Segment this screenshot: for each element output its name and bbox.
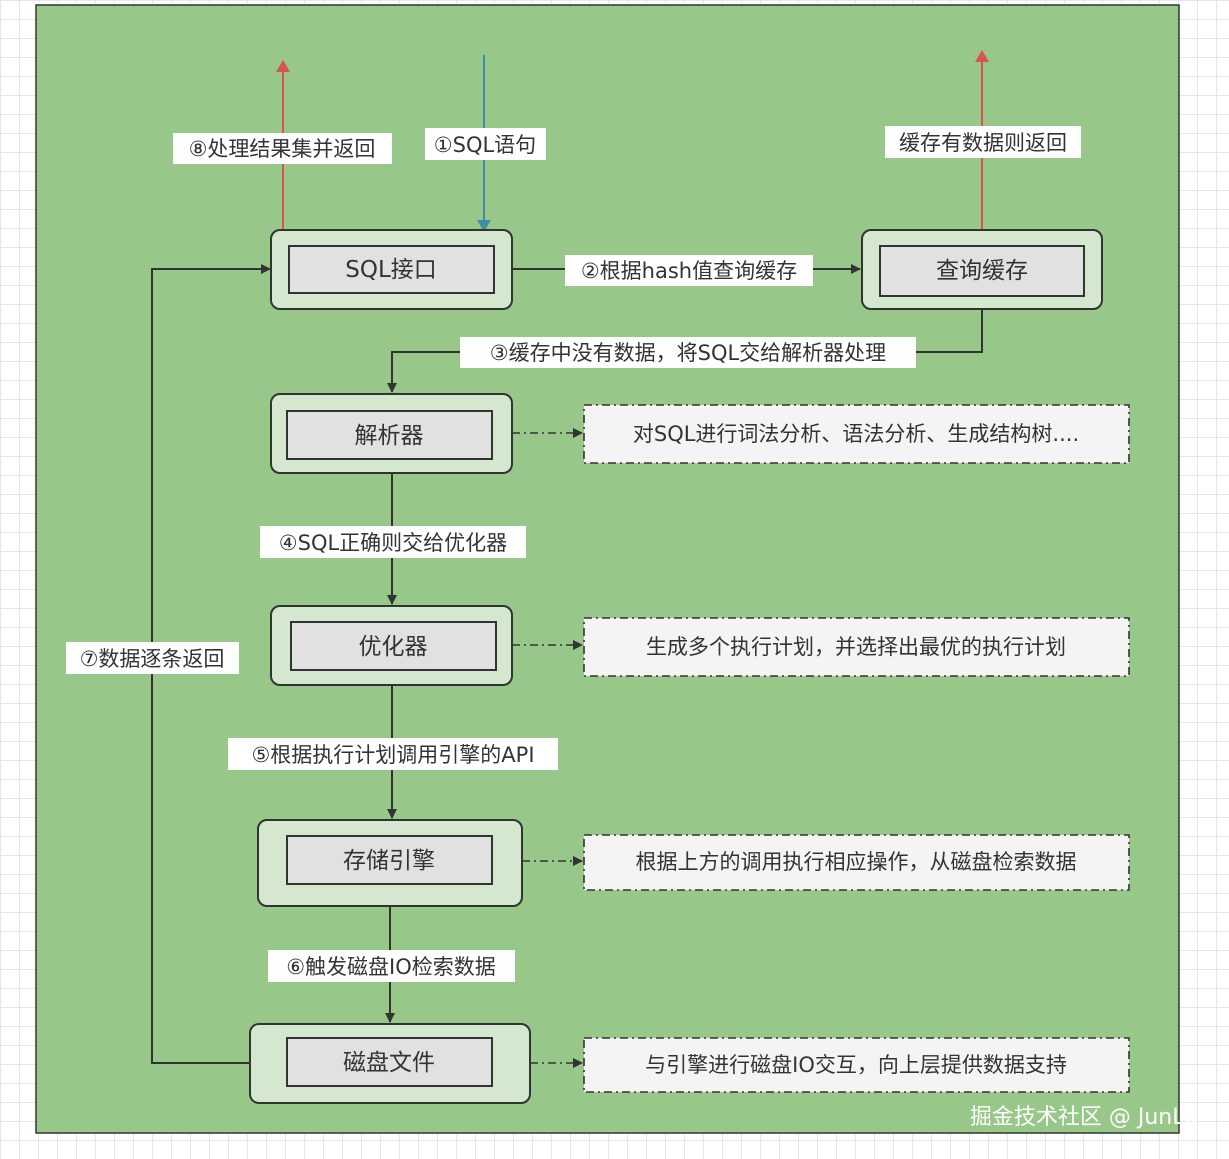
step6-label: ⑥触发磁盘IO检索数据 (268, 950, 515, 982)
storage-engine-node: 存储引擎 (257, 819, 523, 907)
sql-interface-node: SQL接口 (270, 229, 513, 310)
step3-label: ③缓存中没有数据，将SQL交给解析器处理 (460, 337, 916, 368)
optimizer-node: 优化器 (270, 605, 513, 686)
optimizer-note-text: 生成多个执行计划，并选择出最优的执行计划 (646, 635, 1066, 659)
disk-file-node: 磁盘文件 (249, 1023, 531, 1104)
step8-text: ⑧处理结果集并返回 (189, 137, 376, 161)
step1-text: ①SQL语句 (434, 133, 536, 157)
query-cache-label: 查询缓存 (936, 258, 1028, 284)
step7-text: ⑦数据逐条返回 (80, 647, 225, 671)
disk-file-note-text: 与引擎进行磁盘IO交互，向上层提供数据支持 (645, 1053, 1067, 1077)
cache-hit-text: 缓存有数据则返回 (899, 131, 1067, 155)
step2-label: ②根据hash值查询缓存 (565, 255, 813, 286)
step5-text: ⑤根据执行计划调用引擎的API (251, 743, 534, 767)
optimizer-note: 生成多个执行计划，并选择出最优的执行计划 (583, 617, 1130, 677)
watermark-text: 掘金技术社区 @ JunLa (970, 1105, 1198, 1130)
cache-hit-label: 缓存有数据则返回 (885, 126, 1081, 158)
step4-text: ④SQL正确则交给优化器 (279, 531, 507, 555)
step3-text: ③缓存中没有数据，将SQL交给解析器处理 (490, 341, 886, 365)
step5-label: ⑤根据执行计划调用引擎的API (228, 738, 558, 770)
step4-label: ④SQL正确则交给优化器 (260, 526, 526, 558)
storage-engine-note-text: 根据上方的调用执行相应操作，从磁盘检索数据 (636, 850, 1077, 874)
step8-label: ⑧处理结果集并返回 (173, 133, 392, 164)
storage-engine-label: 存储引擎 (343, 848, 435, 874)
step7-label: ⑦数据逐条返回 (66, 642, 239, 674)
step2-text: ②根据hash值查询缓存 (581, 259, 797, 283)
canvas-background (35, 4, 1180, 1134)
parser-note-text: 对SQL进行词法分析、语法分析、生成结构树.... (633, 422, 1079, 446)
optimizer-label: 优化器 (359, 634, 428, 660)
storage-engine-note: 根据上方的调用执行相应操作，从磁盘检索数据 (583, 834, 1130, 891)
query-cache-node: 查询缓存 (861, 229, 1103, 310)
parser-node: 解析器 (270, 393, 513, 474)
step6-text: ⑥触发磁盘IO检索数据 (286, 955, 496, 979)
sql-interface-label: SQL接口 (345, 257, 437, 283)
disk-file-label: 磁盘文件 (343, 1050, 435, 1076)
parser-note: 对SQL进行词法分析、语法分析、生成结构树.... (583, 404, 1130, 464)
step1-label: ①SQL语句 (425, 128, 546, 160)
parser-label: 解析器 (355, 423, 424, 449)
disk-file-note: 与引擎进行磁盘IO交互，向上层提供数据支持 (583, 1037, 1130, 1093)
